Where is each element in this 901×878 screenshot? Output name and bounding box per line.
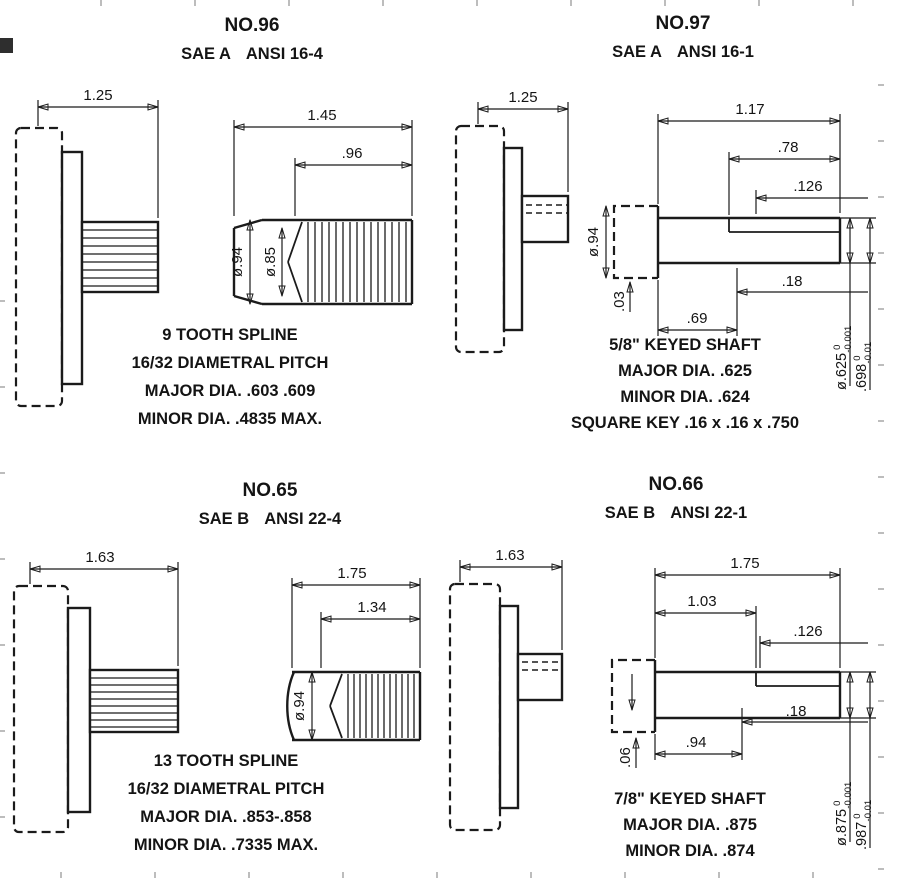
no96-dim-flange-width-label: 1.25 — [83, 87, 112, 104]
no66-dim-over-key: .9870-0.01 — [852, 672, 874, 850]
no66-dim-d18-label: .18 — [786, 703, 807, 720]
no66-note-3: MINOR DIA. .874 — [625, 842, 755, 860]
no65-spline-hatch — [90, 677, 178, 728]
no65-dim-shaft-length: 1.75 — [291, 565, 421, 668]
no97-note-3: MINOR DIA. .624 — [620, 388, 750, 406]
no97-dim-step: .03 — [611, 282, 630, 312]
no66-title: NO.66 — [649, 474, 704, 495]
no96-dim-spline-length: .96 — [294, 145, 412, 216]
no97-dim-d69: .69 — [657, 280, 737, 336]
no66-dim-over-key-label: .9870-0.01 — [852, 800, 874, 850]
no97-dim-over-key-label: .6980-0.01 — [852, 342, 874, 392]
no66-flange-side-view — [448, 582, 564, 832]
no66-dim-d18: .18 — [741, 703, 868, 760]
no66-dim-shaft-length-label: 1.75 — [730, 555, 759, 572]
no96-dim-pilot-dia-label: ø.94 — [229, 247, 246, 277]
no96-dim-shaft-length: 1.45 — [233, 107, 413, 216]
no97-title: NO.97 — [656, 13, 711, 34]
no97-dim-d18: .18 — [736, 268, 868, 336]
no66-dim-major-dia: ø.8750-0.001 — [832, 672, 854, 846]
no97-dim-major-dia-label: ø.6250-0.001 — [832, 326, 854, 390]
no97-note-2: MAJOR DIA. .625 — [618, 362, 752, 380]
no65-note-2: 16/32 DIAMETRAL PITCH — [128, 780, 325, 798]
no97-flange-side-view — [454, 124, 570, 354]
no65-note-3: MAJOR DIA. .853-.858 — [140, 808, 311, 826]
no96-shaft-detail-view — [232, 218, 414, 306]
no65-dim-spline-length-label: 1.34 — [357, 599, 386, 616]
no66-dim-step: .06 — [617, 738, 636, 768]
no65-dim-flange-width-label: 1.63 — [85, 549, 114, 566]
no66-dim-major-dia-label: ø.8750-0.001 — [832, 782, 854, 846]
no96-title: NO.96 — [225, 15, 280, 36]
no97-dim-key-length: .78 — [728, 139, 840, 215]
no66-dim-d94: .94 — [654, 734, 742, 760]
no65-dim-spline-length: 1.34 — [320, 599, 420, 668]
no66-dim-key-height-label: .126 — [793, 623, 822, 640]
no96-flange-side-view — [14, 126, 160, 408]
no96-dim-flange-width: 1.25 — [37, 87, 159, 218]
no66-dim-flange-width-label: 1.63 — [495, 547, 524, 564]
no66-dim-key-dist: 1.03 — [655, 593, 757, 668]
no97-note-4: SQUARE KEY .16 x .16 x .750 — [571, 414, 799, 432]
no96-dim-secondary-dia-label: ø.85 — [262, 247, 279, 277]
no96-spline-hatch — [82, 229, 158, 287]
no96-dim-pilot-dia: ø.94 — [229, 220, 250, 304]
no97-dim-shaft-length: 1.17 — [657, 101, 841, 213]
no97-dim-key-height: .126 — [755, 178, 868, 214]
no97-dim-flange-width: 1.25 — [477, 89, 569, 192]
no65-spline-teeth — [347, 674, 415, 738]
no96-dim-shaft-length-label: 1.45 — [307, 107, 336, 124]
no97-dim-pilot-dia-label: ø.94 — [585, 227, 602, 257]
no97-dim-major-dia: ø.6250-0.001 — [832, 218, 854, 390]
no66-keyed-shaft-view — [610, 658, 876, 734]
no66-dim-flange-width: 1.63 — [459, 547, 563, 650]
no66-dim-d94-label: .94 — [686, 734, 707, 751]
no97-dim-key-height-label: .126 — [793, 178, 822, 195]
no97-note-1: 5/8" KEYED SHAFT — [609, 336, 761, 354]
no65-dim-flange-width: 1.63 — [29, 549, 179, 666]
no65-title: NO.65 — [243, 480, 298, 501]
no97-dim-shaft-length-label: 1.17 — [735, 101, 764, 118]
no66-note-1: 7/8" KEYED SHAFT — [614, 790, 766, 808]
no65-flange-side-view — [12, 584, 180, 834]
no66-dim-key-height: .126 — [759, 623, 868, 668]
no97-keyed-shaft-view — [612, 204, 876, 280]
no96-note-4: MINOR DIA. .4835 MAX. — [138, 410, 322, 428]
no97-dim-step-label: .03 — [611, 291, 628, 312]
no66-dim-step-label: .06 — [617, 747, 634, 768]
no96-note-2: 16/32 DIAMETRAL PITCH — [132, 354, 329, 372]
no97-dim-d69-label: .69 — [687, 310, 708, 327]
no96-note-1: 9 TOOTH SPLINE — [162, 326, 297, 344]
no97-dim-over-key: .6980-0.01 — [852, 218, 874, 392]
no65-note-4: MINOR DIA. .7335 MAX. — [134, 836, 318, 854]
no96-dim-secondary-dia: ø.85 — [262, 228, 282, 296]
no65-dim-shaft-length-label: 1.75 — [337, 565, 366, 582]
no96-note-3: MAJOR DIA. .603 .609 — [145, 382, 316, 400]
no96-spline-teeth — [307, 222, 407, 302]
no66-note-2: MAJOR DIA. .875 — [623, 816, 757, 834]
no66-dim-key-dist-label: 1.03 — [687, 593, 716, 610]
no65-note-1: 13 TOOTH SPLINE — [154, 752, 299, 770]
no97-dim-key-length-label: .78 — [778, 139, 799, 156]
no65-dim-pilot-dia-label: ø.94 — [291, 691, 308, 721]
no97-dim-d18-label: .18 — [782, 273, 803, 290]
no65-shaft-detail-view — [286, 670, 422, 742]
no65-dim-pilot-dia: ø.94 — [291, 672, 312, 740]
no97-dim-pilot-dia: ø.94 — [585, 206, 606, 278]
no96-dim-spline-length-label: .96 — [342, 145, 363, 162]
no97-dim-flange-width-label: 1.25 — [508, 89, 537, 106]
no66-dim-shaft-length: 1.75 — [654, 555, 841, 668]
